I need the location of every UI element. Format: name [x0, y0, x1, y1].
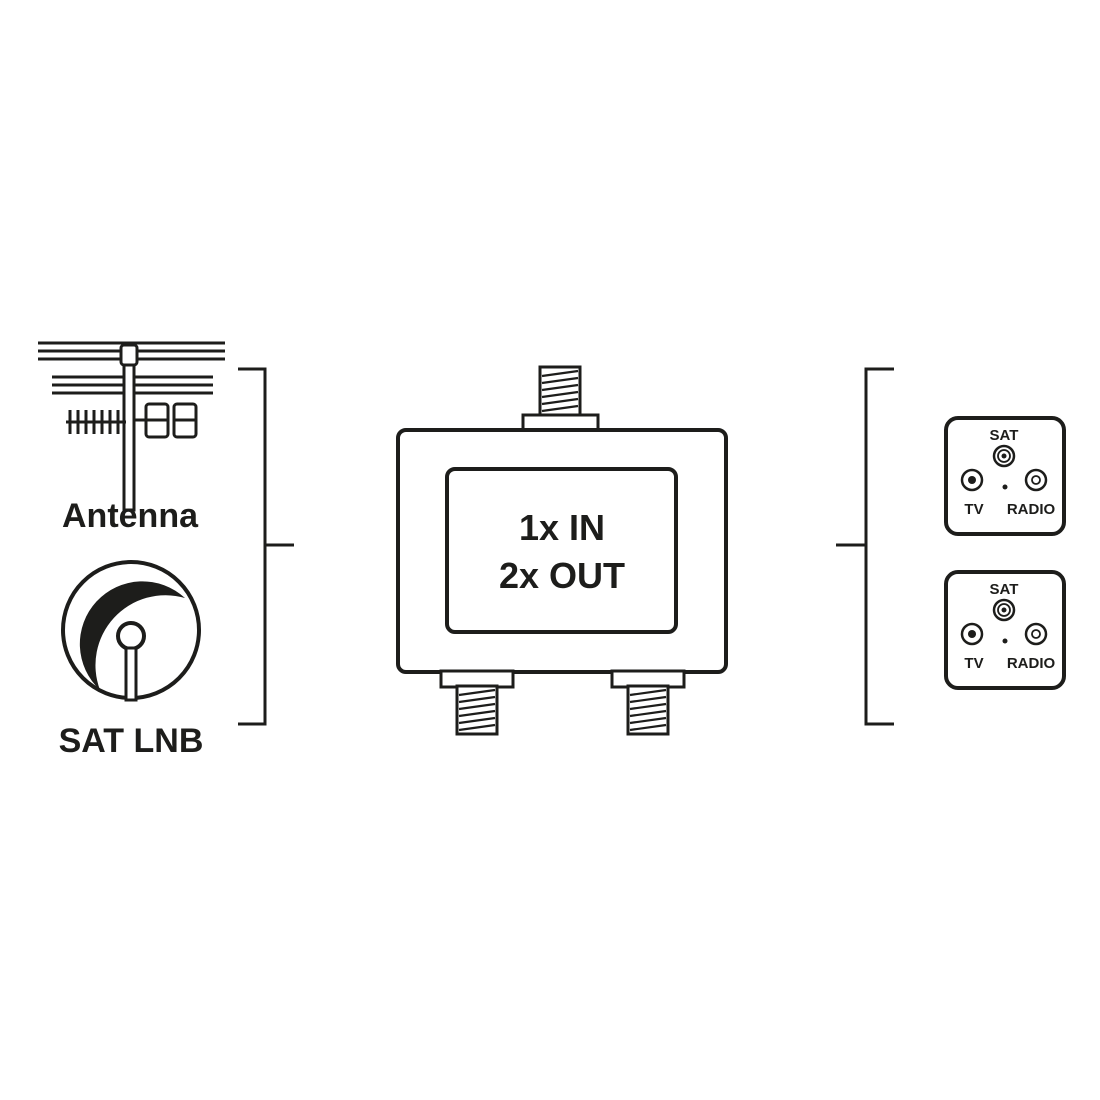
outlet-2-tv-label: TV	[964, 655, 983, 672]
outlet-1-radio-label: RADIO	[1007, 501, 1056, 518]
antenna-label: Antenna	[62, 497, 199, 535]
outlet-1-sat-label: SAT	[990, 427, 1019, 444]
outlet-2-sat-label: SAT	[990, 581, 1019, 598]
splitter-input-label: 1x IN	[519, 507, 605, 548]
sat-lnb-label: SAT LNB	[59, 722, 204, 760]
satellite-dish-icon	[61, 560, 201, 702]
splitter-output-label: 2x OUT	[499, 555, 625, 596]
wall-socket-icon	[944, 570, 1066, 690]
wall-socket-icon	[944, 416, 1066, 536]
outlet-1-tv-label: TV	[964, 501, 983, 518]
antenna-icon	[38, 341, 225, 512]
outlet-2-radio-label: RADIO	[1007, 655, 1056, 672]
left-bracket	[238, 367, 294, 726]
right-bracket	[836, 367, 894, 726]
splitter-icon	[396, 365, 728, 736]
